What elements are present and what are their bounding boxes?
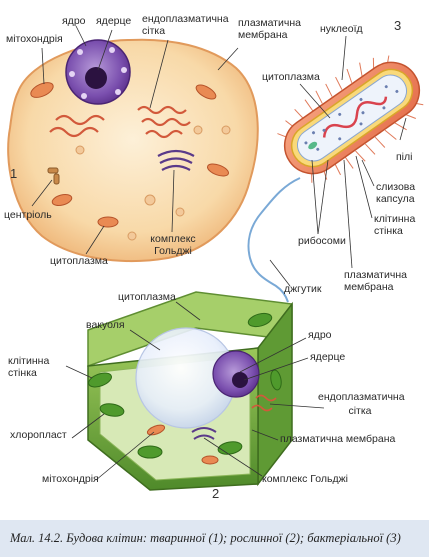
label-plant-er-1: ендоплазматична — [318, 391, 405, 403]
animal-cell-body — [7, 38, 259, 263]
animal-cell-number: 1 — [10, 166, 17, 181]
label-animal-centriole: центріоль — [4, 209, 52, 221]
label-plant-nucleus: ядро — [308, 329, 332, 341]
label-plant-cytoplasm: цитоплазма — [118, 291, 176, 303]
plant-leader-lines — [65, 301, 325, 481]
flagellum — [247, 177, 301, 303]
label-bact-flagellum: джгутик — [284, 283, 322, 295]
figure-caption: Мал. 14.2. Будова клітин: тваринної (1);… — [0, 520, 429, 557]
plant-er — [251, 394, 277, 412]
plant-mitochondria — [146, 424, 219, 465]
animal-mitochondria — [30, 82, 229, 228]
label-bact-membrane-1: плазматична — [344, 269, 407, 281]
animal-nucleolus — [85, 67, 107, 89]
label-animal-er-2: сітка — [142, 25, 166, 37]
bacterial-leader-lines — [269, 35, 407, 287]
label-plant-nucleolus: ядерце — [310, 351, 346, 363]
nucleoid — [322, 96, 388, 138]
label-bact-membrane-2: мембрана — [344, 281, 394, 293]
label-plant-er-2: сітка — [348, 405, 372, 417]
label-bact-nucleoid: нуклеоїд — [320, 23, 363, 35]
label-animal-golgi-1: комплекс — [150, 233, 196, 245]
label-animal-cytoplasm: цитоплазма — [50, 255, 108, 267]
animal-cell: 1 — [7, 25, 259, 263]
animal-nuclear-pores — [69, 47, 127, 99]
label-plant-mitochondria: мітохондрія — [42, 473, 99, 485]
label-bact-wall-2: стінка — [374, 225, 403, 237]
animal-leader-lines — [31, 25, 239, 255]
animal-er — [49, 105, 191, 139]
plant-nucleolus — [232, 372, 248, 388]
cell-structure-illustration: 1 — [7, 18, 424, 501]
label-animal-membrane-1: плазматична — [238, 17, 301, 29]
label-bact-capsule-1: слизова — [376, 181, 416, 193]
bacterial-cytoplasm — [296, 74, 408, 162]
label-bact-capsule-2: капсула — [376, 193, 415, 205]
label-plant-wall-1: клітинна — [8, 355, 50, 367]
label-plant-vacuole: вакуоля — [86, 319, 125, 331]
animal-centriole — [47, 167, 60, 185]
label-animal-er-1: ендоплазматична — [142, 13, 229, 25]
label-plant-wall-2: стінка — [8, 367, 37, 379]
label-bact-pili: пілі — [396, 151, 413, 163]
label-plant-golgi: комплекс Гольджі — [262, 473, 348, 485]
plant-cell-number: 2 — [212, 486, 219, 501]
bacterial-inclusion — [308, 141, 318, 150]
label-bact-ribosomes: рибосоми — [298, 235, 346, 247]
label-animal-nucleolus: ядерце — [96, 15, 132, 27]
bacterial-cell-number: 3 — [394, 18, 401, 33]
label-animal-membrane-2: мембрана — [238, 29, 288, 41]
label-animal-mitochondria: мітохондрія — [6, 33, 63, 45]
label-bact-cytoplasm: цитоплазма — [262, 71, 320, 83]
animal-golgi — [157, 149, 195, 171]
figure-caption-text: Мал. 14.2. Будова клітин: тваринної (1);… — [10, 531, 401, 545]
plant-cell: 2 — [65, 291, 325, 501]
label-bact-wall-1: клітинна — [374, 213, 416, 225]
animal-vesicles — [75, 125, 231, 241]
ribosomes — [304, 85, 399, 151]
bacterial-cell: 3 — [247, 18, 424, 303]
label-plant-chloroplast: хлоропласт — [10, 429, 67, 441]
label-animal-golgi-2: Гольджі — [154, 245, 192, 257]
chloroplasts — [88, 312, 282, 459]
plant-golgi — [191, 427, 217, 440]
label-plant-membrane: плазматична мембрана — [280, 433, 396, 445]
label-animal-nucleus: ядро — [62, 15, 86, 27]
